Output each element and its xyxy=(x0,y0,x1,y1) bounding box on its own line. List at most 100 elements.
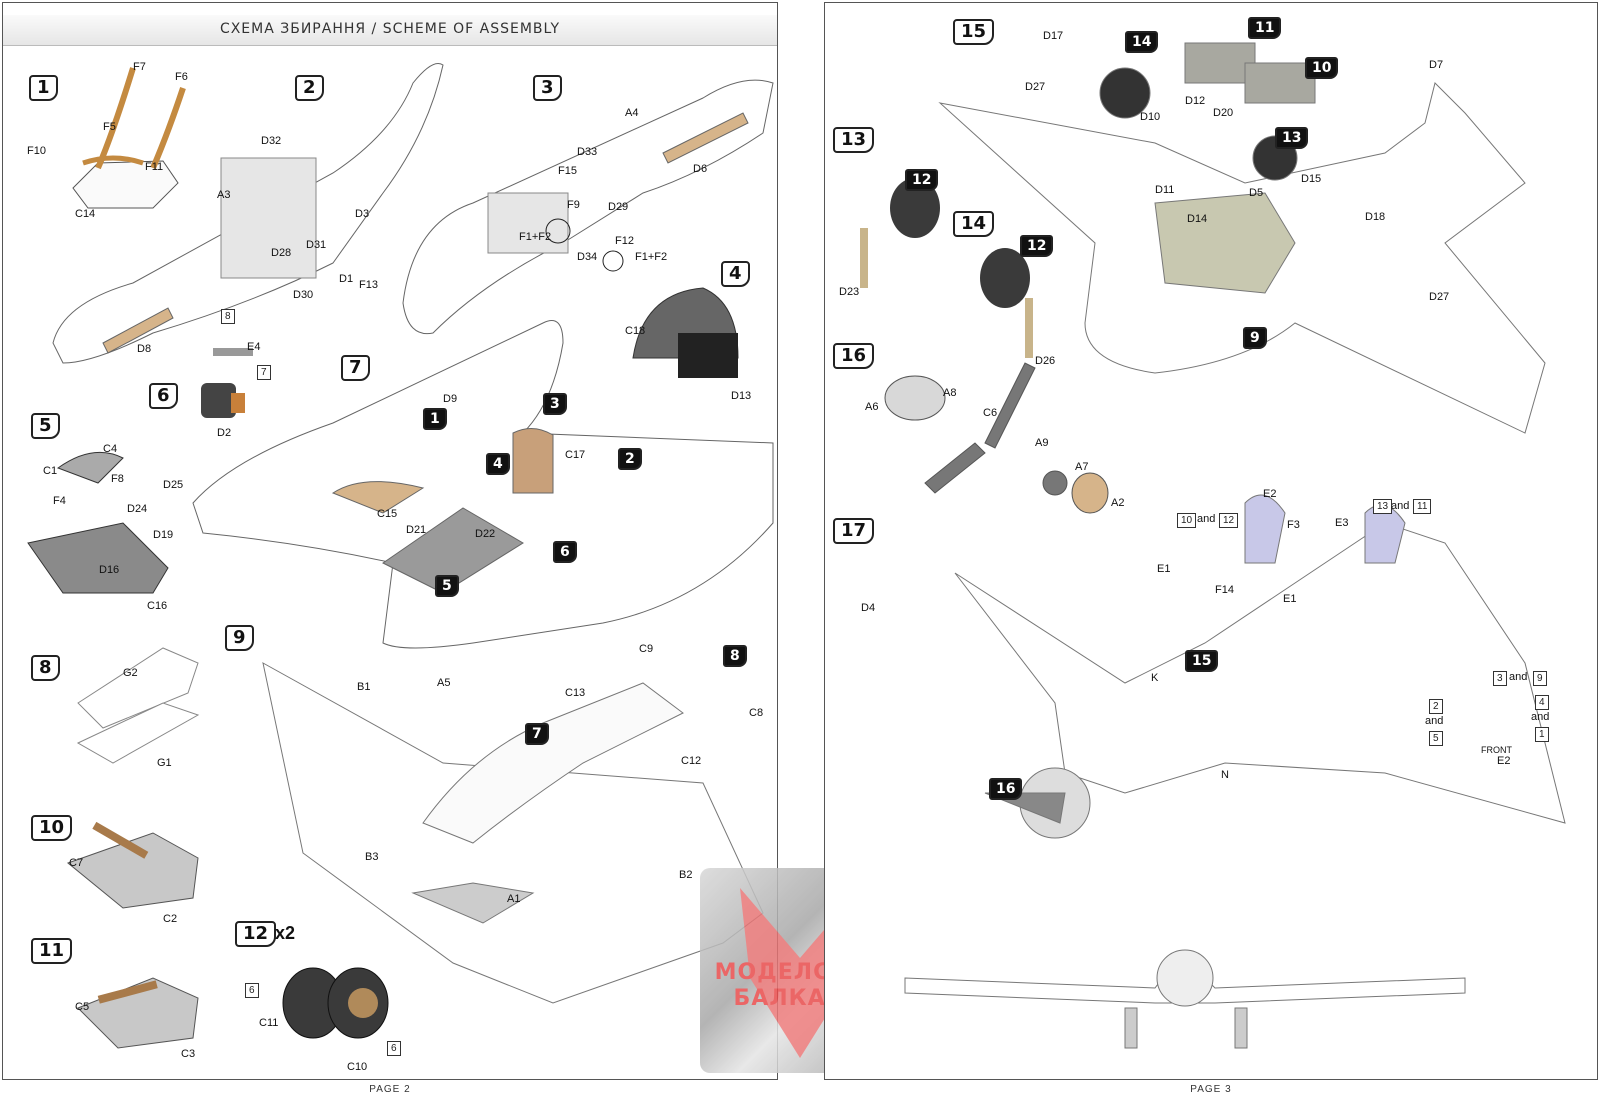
label-F9: F9 xyxy=(567,199,580,211)
label-C16: C16 xyxy=(147,600,168,612)
label-C11: C11 xyxy=(259,1017,279,1029)
part-d2-drawing xyxy=(201,348,253,418)
step-12-badge: 12 xyxy=(235,921,277,947)
label-B2: B2 xyxy=(679,869,693,881)
label-E4: E4 xyxy=(247,341,261,353)
label-D1: D1 xyxy=(339,273,354,285)
marker-11: 11 xyxy=(1248,17,1282,39)
ref-box-5: 5 xyxy=(1429,731,1443,746)
label-G2: G2 xyxy=(123,667,138,679)
label-D24: D24 xyxy=(127,503,148,515)
marker-12a: 12 xyxy=(905,169,939,191)
label-A3: A3 xyxy=(217,189,231,201)
marker-4: 4 xyxy=(486,453,510,475)
gear-13-drawing xyxy=(860,178,940,288)
label-F8: F8 xyxy=(111,473,124,485)
marker-6: 6 xyxy=(553,541,577,563)
label-front: FRONT xyxy=(1481,745,1512,755)
label-E3: E3 xyxy=(1335,517,1349,529)
label-F1F2-a: F1+F2 xyxy=(519,231,552,243)
label-D14: D14 xyxy=(1187,213,1208,225)
ref-box-3: 3 xyxy=(1493,671,1507,686)
part-c2-drawing xyxy=(66,821,199,909)
label-D32: D32 xyxy=(261,135,282,147)
label-C10: C10 xyxy=(347,1061,368,1073)
marker-13: 13 xyxy=(1275,127,1309,149)
front-view-drawing xyxy=(904,949,1466,1049)
step-9-badge: 9 xyxy=(225,625,254,651)
label-A8: A8 xyxy=(943,387,957,399)
label-C3: C3 xyxy=(181,1048,196,1060)
marker-2: 2 xyxy=(618,448,642,470)
label-D10: D10 xyxy=(1140,111,1161,123)
label-D21: D21 xyxy=(406,524,427,536)
label-D18: D18 xyxy=(1365,211,1386,223)
step-3-badge: 3 xyxy=(533,75,562,101)
label-B3: B3 xyxy=(365,851,379,863)
page-title: СХЕМА ЗБИРАННЯ / SCHEME OF ASSEMBLY xyxy=(219,21,561,37)
marker-15: 15 xyxy=(1185,650,1219,672)
ref-box-12: 12 xyxy=(1219,513,1239,528)
label-C1: C1 xyxy=(43,465,58,477)
label-N: N xyxy=(1221,769,1229,781)
wheel-drawing xyxy=(282,967,389,1039)
ref-box-7: 7 xyxy=(257,365,271,380)
label-F10: F10 xyxy=(27,145,46,157)
label-D34: D34 xyxy=(577,251,598,263)
marker-7: 7 xyxy=(525,723,549,745)
marker-3: 3 xyxy=(543,393,567,415)
label-F15: F15 xyxy=(558,165,577,177)
step-2-badge: 2 xyxy=(295,75,324,101)
label-F7: F7 xyxy=(133,61,146,73)
label-D31: D31 xyxy=(306,239,327,251)
marker-16: 16 xyxy=(989,778,1023,800)
label-D2: D2 xyxy=(217,427,232,439)
marker-9: 9 xyxy=(1243,327,1267,349)
label-D29: D29 xyxy=(608,201,629,213)
label-B1: B1 xyxy=(357,681,371,693)
label-and-a: and xyxy=(1197,513,1216,525)
label-F1F2-b: F1+F2 xyxy=(635,251,668,263)
ref-box-13: 13 xyxy=(1373,499,1393,514)
label-A5: A5 xyxy=(437,677,451,689)
title-bar: СХЕМА ЗБИРАННЯ / SCHEME OF ASSEMBLY xyxy=(3,15,777,46)
label-and-e: and xyxy=(1531,711,1550,723)
label-F13: F13 xyxy=(359,279,378,291)
marker-1: 1 xyxy=(423,408,447,430)
label-D6: D6 xyxy=(693,163,708,175)
step-10-badge: 10 xyxy=(31,815,73,841)
label-G1: G1 xyxy=(157,757,172,769)
label-K: K xyxy=(1151,672,1159,684)
label-D33: D33 xyxy=(577,146,598,158)
marker-12b: 12 xyxy=(1020,235,1054,257)
label-D20: D20 xyxy=(1213,107,1234,119)
label-D3: D3 xyxy=(355,208,370,220)
cockpit-floor-drawing xyxy=(27,451,169,594)
label-A2: A2 xyxy=(1111,497,1125,509)
label-D22: D22 xyxy=(475,528,496,540)
label-E1a: E1 xyxy=(1157,563,1171,575)
label-D9: D9 xyxy=(443,393,458,405)
assembly-drawings-page2 xyxy=(27,63,774,1049)
step-15-badge: 15 xyxy=(953,19,995,45)
label-F12: F12 xyxy=(615,235,634,247)
label-C2: C2 xyxy=(163,913,178,925)
ref-box-8: 8 xyxy=(221,309,235,324)
label-D16: D16 xyxy=(99,564,120,576)
label-C6: C6 xyxy=(983,407,998,419)
step-14-badge: 14 xyxy=(953,211,995,237)
label-D15: D15 xyxy=(1301,173,1322,185)
label-D8: D8 xyxy=(137,343,152,355)
step-13-badge: 13 xyxy=(833,127,875,153)
ref-box-9: 9 xyxy=(1533,671,1547,686)
step-1-badge: 1 xyxy=(29,75,58,101)
ref-box-6b: 6 xyxy=(387,1041,401,1056)
label-D7: D7 xyxy=(1429,59,1444,71)
label-D11: D11 xyxy=(1155,184,1175,196)
label-A7: A7 xyxy=(1075,461,1089,473)
step-11-badge: 11 xyxy=(31,938,73,964)
label-D19: D19 xyxy=(153,529,174,541)
label-C8: C8 xyxy=(749,707,764,719)
label-F3: F3 xyxy=(1287,519,1300,531)
label-and-d: and xyxy=(1425,715,1444,727)
